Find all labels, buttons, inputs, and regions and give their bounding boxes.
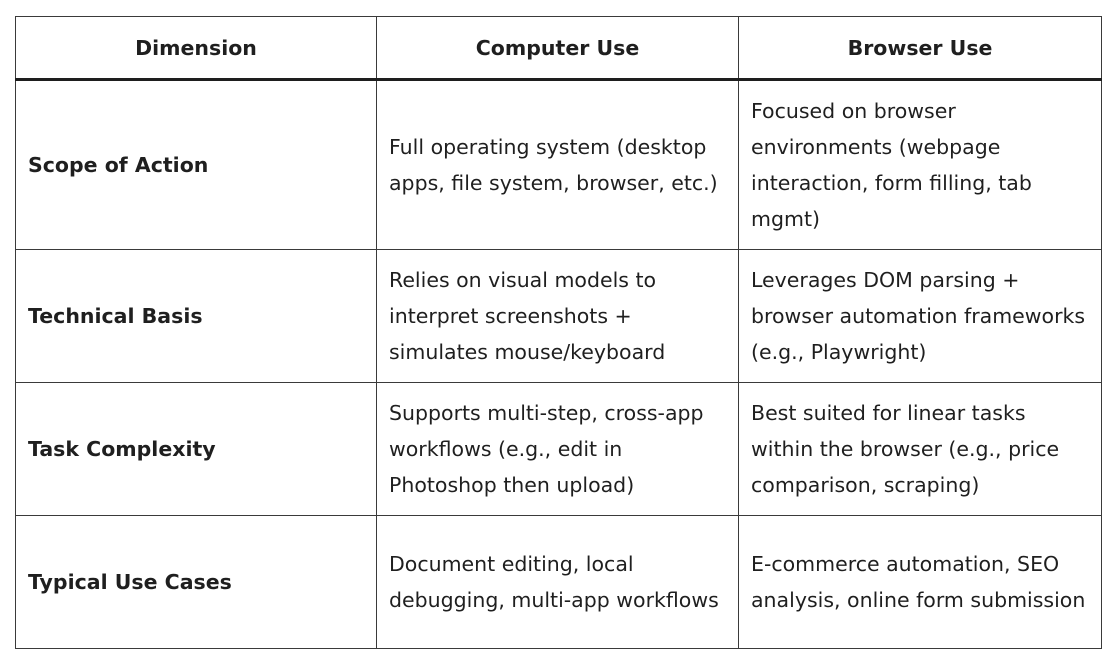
computer-use-cell: Supports multi-step, cross-app workflows… (376, 382, 739, 516)
comparison-table: Dimension Computer Use Browser Use Scope… (15, 16, 1102, 649)
header-browser-use: Browser Use (738, 16, 1102, 81)
computer-use-cell: Document editing, local debugging, multi… (376, 515, 739, 649)
table-header: Dimension Computer Use Browser Use (15, 16, 1102, 81)
table-row: Task Complexity Supports multi-step, cro… (15, 382, 1102, 516)
header-computer-use: Computer Use (376, 16, 739, 81)
browser-use-cell: Best suited for linear tasks within the … (738, 382, 1102, 516)
table-body: Scope of Action Full operating system (d… (15, 79, 1102, 649)
computer-use-cell: Full operating system (desktop apps, fil… (376, 79, 739, 250)
table-row: Scope of Action Full operating system (d… (15, 79, 1102, 250)
browser-use-cell: Leverages DOM parsing + browser automati… (738, 249, 1102, 383)
dimension-cell: Typical Use Cases (15, 515, 377, 649)
dimension-cell: Task Complexity (15, 382, 377, 516)
dimension-cell: Scope of Action (15, 79, 377, 250)
browser-use-cell: E-commerce automation, SEO analysis, onl… (738, 515, 1102, 649)
header-dimension: Dimension (15, 16, 377, 81)
header-row: Dimension Computer Use Browser Use (15, 16, 1102, 81)
browser-use-cell: Focused on browser environments (webpage… (738, 79, 1102, 250)
table-row: Typical Use Cases Document editing, loca… (15, 515, 1102, 649)
dimension-cell: Technical Basis (15, 249, 377, 383)
computer-use-cell: Relies on visual models to interpret scr… (376, 249, 739, 383)
table-row: Technical Basis Relies on visual models … (15, 249, 1102, 383)
